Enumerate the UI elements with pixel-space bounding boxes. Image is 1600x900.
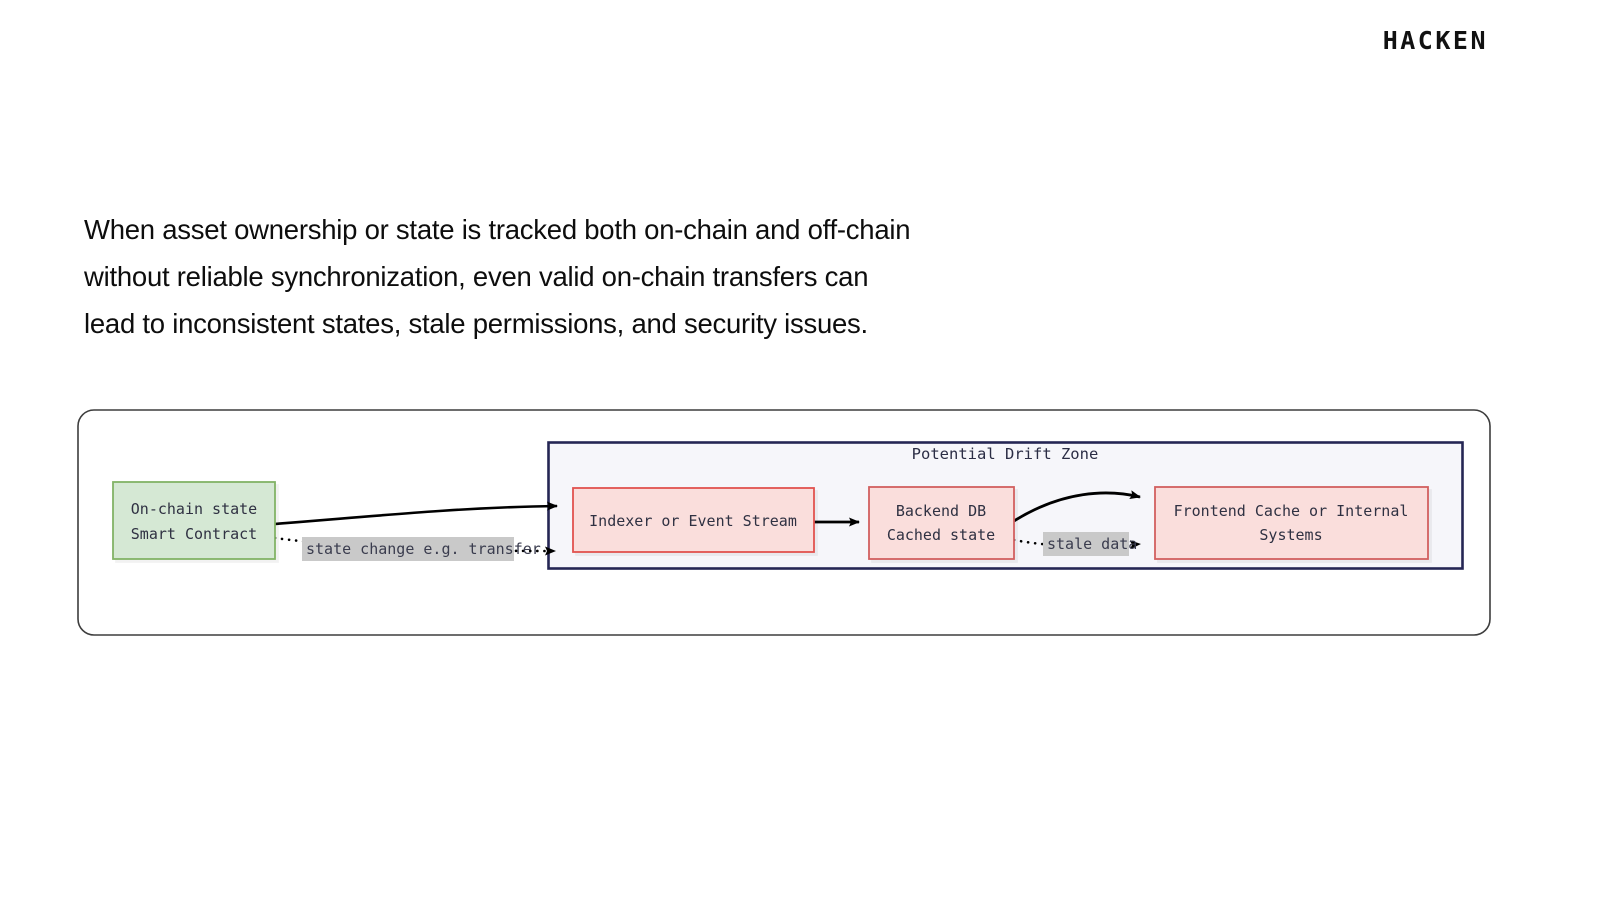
- node-backend-db-line2: Cached state: [887, 526, 995, 544]
- lead-paragraph: When asset ownership or state is tracked…: [84, 214, 911, 339]
- hacken-logo: HACKEN: [1382, 26, 1488, 55]
- drift-zone-title: Potential Drift Zone: [912, 445, 1099, 463]
- node-frontend-cache[interactable]: Frontend Cache or Internal Systems: [1154, 486, 1429, 560]
- edge-label-state-change: state change e.g. transfer: [302, 537, 541, 561]
- edge-label-state-change-text: state change e.g. transfer: [306, 540, 541, 558]
- node-frontend-cache-line2: Systems: [1259, 526, 1322, 544]
- node-frontend-cache-line1: Frontend Cache or Internal: [1174, 502, 1409, 520]
- node-on-chain-state-line1: On-chain state: [131, 500, 257, 518]
- edge-label-stale-data: stale data: [1043, 532, 1137, 556]
- node-on-chain-state-line2: Smart Contract: [131, 525, 257, 543]
- node-indexer-or-event-stream[interactable]: Indexer or Event Stream: [572, 487, 815, 553]
- edge-label-stale-data-text: stale data: [1047, 535, 1137, 553]
- architecture-diagram: Potential Drift Zone state change e.g. t…: [77, 409, 1491, 636]
- node-backend-db[interactable]: Backend DB Cached state: [868, 486, 1015, 560]
- node-backend-db-line1: Backend DB: [896, 502, 986, 520]
- node-on-chain-state[interactable]: On-chain state Smart Contract: [112, 481, 276, 560]
- edge-state-change-solid: [274, 501, 558, 526]
- node-indexer-label: Indexer or Event Stream: [589, 512, 797, 530]
- edge-backend-to-frontend-solid: [1013, 490, 1141, 523]
